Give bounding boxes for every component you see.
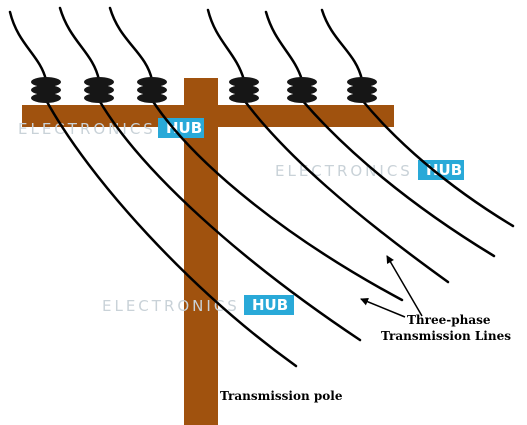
wire-2-line: [97, 98, 362, 342]
wire-3-top: [108, 6, 154, 82]
wire-3-line: [150, 98, 404, 302]
label-transmission-lines: Transmission Lines: [381, 329, 511, 343]
wire-2-top: [58, 6, 101, 82]
label-three-phase: Three-phase: [407, 313, 491, 327]
insulator-icon: [31, 77, 61, 103]
label-transmission-pole: Transmission pole: [220, 389, 343, 403]
wire-1-line: [44, 98, 298, 368]
arrow-icon: [386, 255, 423, 317]
insulator-icon: [287, 77, 317, 103]
watermark-text: ELECTRONICS: [102, 297, 240, 315]
watermark-badge-text: HUB: [166, 119, 202, 137]
watermark-1: ELECTRONICS HUB: [18, 118, 204, 138]
wire-4-line: [242, 98, 450, 284]
watermark-text: ELECTRONICS: [275, 162, 413, 180]
pole-crossarm: [22, 105, 394, 127]
watermark-badge-text: HUB: [426, 161, 462, 179]
watermark-2: ELECTRONICS HUB: [275, 160, 464, 180]
arrow-icon: [360, 297, 406, 318]
wire-5-top: [264, 10, 304, 82]
watermark-badge: [244, 295, 294, 315]
insulator-icon: [229, 77, 259, 103]
wire-4-top: [206, 8, 246, 82]
wire-6-line: [360, 98, 515, 228]
wire-6-top: [320, 8, 364, 82]
wire-5-line: [300, 98, 496, 258]
watermark-text: ELECTRONICS: [18, 120, 156, 138]
insulator-icon: [347, 77, 377, 103]
watermark-badge-text: HUB: [252, 296, 288, 314]
insulator-icon: [84, 77, 114, 103]
watermark-3: ELECTRONICS HUB: [102, 295, 294, 315]
insulator-icon: [137, 77, 167, 103]
watermark-badge: [418, 160, 464, 180]
wire-1-top: [8, 10, 48, 82]
